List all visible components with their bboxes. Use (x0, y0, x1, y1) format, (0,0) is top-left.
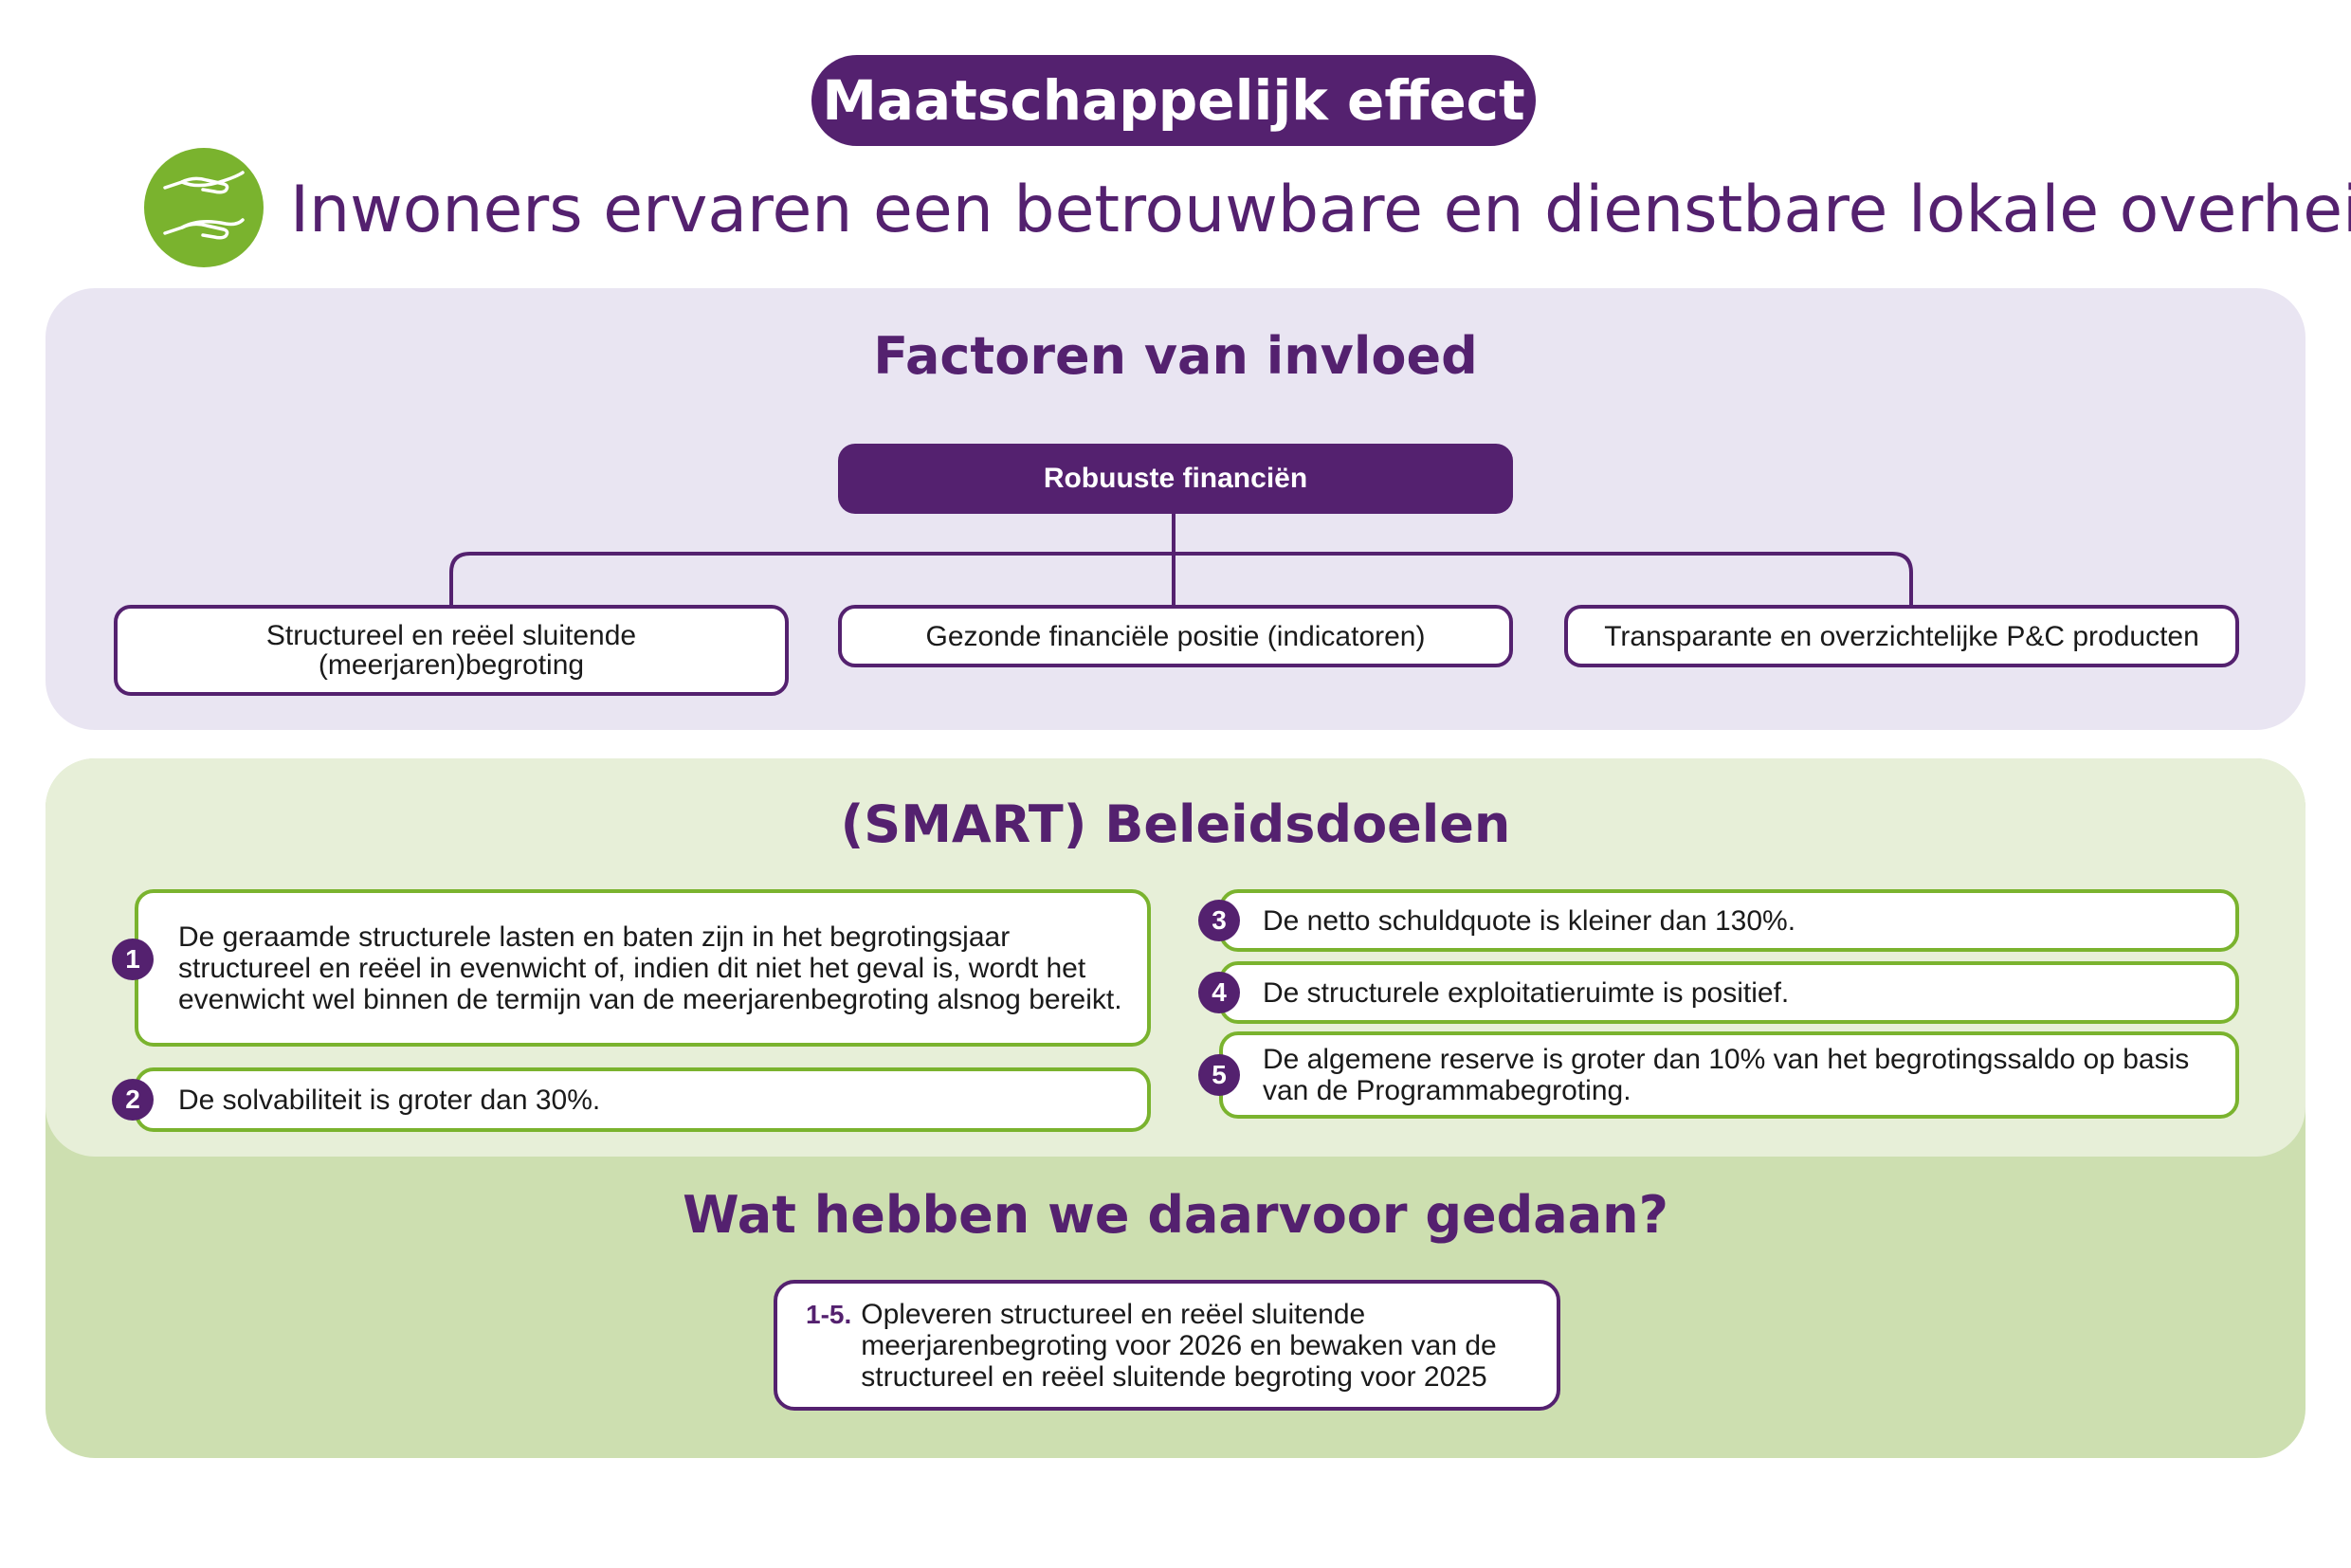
goal-box: De geraamde structurele lasten en baten … (135, 889, 1151, 1047)
goal-text: De structurele exploitatieruimte is posi… (1263, 976, 1790, 1009)
goal-text: De netto schuldquote is kleiner dan 130%… (1263, 904, 1796, 937)
actions-heading: Wat hebben we daarvoor gedaan? (683, 1185, 1668, 1245)
goals-heading: (SMART) Beleidsdoelen (840, 794, 1511, 854)
factor-label: Gezonde financiële positie (indicatoren) (925, 620, 1426, 652)
goal-box: De netto schuldquote is kleiner dan 130%… (1219, 889, 2239, 952)
page-title: Maatschappelijk effect (811, 55, 1536, 146)
goal-text: De solvabiliteit is groter dan 30%. (178, 1084, 601, 1116)
goal-text: De geraamde structurele lasten en baten … (178, 921, 1122, 1015)
goal-number-badge: 1 (112, 939, 154, 980)
goal-number-badge: 2 (112, 1079, 154, 1121)
goal-number-badge: 4 (1198, 972, 1240, 1013)
factor-box: Gezonde financiële positie (indicatoren) (838, 605, 1513, 667)
factor-box: Transparante en overzichtelijke P&C prod… (1564, 605, 2239, 667)
action-text: Opleveren structureel en reëel sluitende… (861, 1299, 1497, 1393)
factor-label: Structureel en reëel sluitende (meerjare… (265, 620, 637, 681)
goal-box: De algemene reserve is groter dan 10% va… (1219, 1031, 2239, 1119)
action-box: 1-5. Opleveren structureel en reëel slui… (774, 1280, 1560, 1411)
goal-number-badge: 5 (1198, 1054, 1240, 1096)
goal-text: De algemene reserve is groter dan 10% va… (1263, 1044, 2190, 1106)
goal-number-badge: 3 (1198, 900, 1240, 941)
goal-box: De solvabiliteit is groter dan 30%. (135, 1067, 1151, 1132)
action-label: 1-5. (806, 1300, 852, 1329)
factor-label: Transparante en overzichtelijke P&C prod… (1604, 620, 2199, 652)
factor-box: Structureel en reëel sluitende (meerjare… (114, 605, 789, 696)
hands-icon (144, 148, 264, 267)
effect-statement: Inwoners ervaren een betrouwbare en dien… (290, 173, 2351, 247)
factors-heading: Factoren van invloed (873, 326, 1478, 386)
goal-box: De structurele exploitatieruimte is posi… (1219, 961, 2239, 1024)
root-factor: Robuuste financiën (838, 444, 1513, 514)
